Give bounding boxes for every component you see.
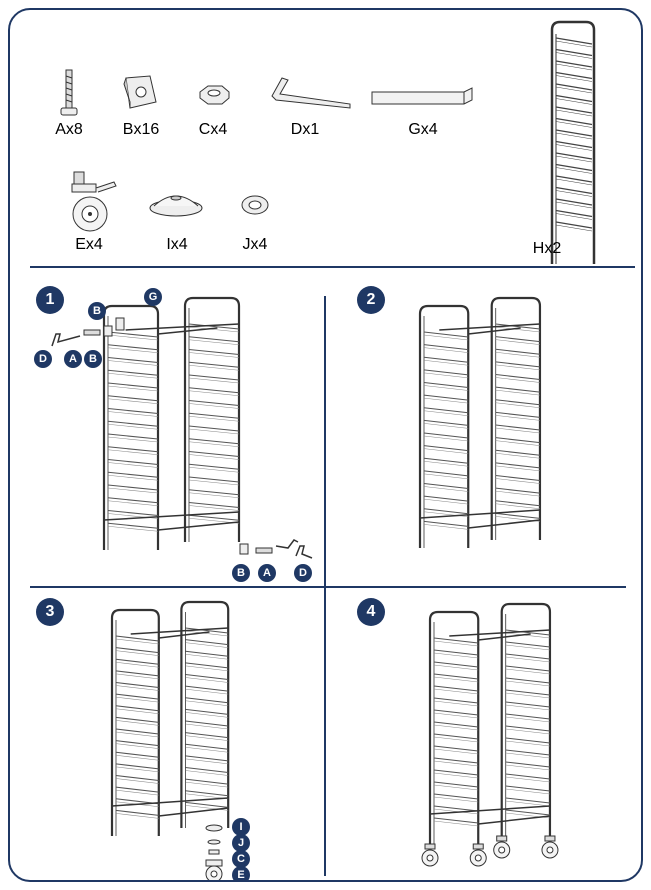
callout-b-left: B: [84, 350, 102, 368]
callout-b-top: B: [88, 302, 106, 320]
part-label-c: Cx4: [198, 121, 228, 138]
rack-drawing-step-3: [110, 600, 230, 836]
crossbar-icon: [371, 87, 473, 105]
step-3-caster-assembly: [205, 824, 223, 880]
callout-g: G: [144, 288, 162, 306]
rack-drawing-step-1: [102, 296, 241, 550]
rack-drawing-step-4: [421, 602, 559, 867]
callout-i: I: [232, 818, 250, 836]
instruction-sheet: Ax8 Bx16 Cx4 Dx1 Gx4 Ex4 Ix4 Jx4: [8, 8, 643, 882]
step-1-hardware-bottom: [239, 539, 313, 559]
step-2-badge: 2: [357, 286, 385, 314]
callout-c: C: [232, 850, 250, 868]
washer-icon: [241, 195, 269, 215]
step-1-badge: 1: [36, 286, 64, 314]
part-label-j: Jx4: [242, 236, 268, 253]
part-label-i: Ix4: [166, 236, 188, 253]
vertical-divider: [324, 296, 326, 876]
horizontal-divider-top: [30, 266, 635, 268]
clamp-plate-icon: [123, 75, 157, 109]
callout-a-left: A: [64, 350, 82, 368]
step-4-badge: 4: [357, 598, 385, 626]
step-1-hardware-top: [51, 317, 125, 347]
part-label-h: Hx2: [532, 240, 562, 257]
dome-cap-icon: [149, 195, 203, 217]
part-label-e: Ex4: [75, 236, 103, 253]
horizontal-divider-middle: [30, 586, 626, 588]
hex-nut-icon: [199, 85, 230, 105]
part-label-a: Ax8: [55, 121, 83, 138]
part-label-d: Dx1: [290, 121, 320, 138]
caster-wheel-icon: [71, 171, 117, 232]
callout-d-bottom: D: [294, 564, 312, 582]
allen-key-icon: [271, 77, 351, 109]
screw-icon: [60, 69, 78, 116]
callout-d-left: D: [34, 350, 52, 368]
callout-a-bottom: A: [258, 564, 276, 582]
part-label-g: Gx4: [408, 121, 438, 138]
callout-e: E: [232, 866, 250, 880]
rack-drawing-step-2: [418, 296, 542, 548]
step-3-badge: 3: [36, 598, 64, 626]
part-label-b: Bx16: [122, 121, 160, 138]
callout-b-bottom: B: [232, 564, 250, 582]
callout-j: J: [232, 834, 250, 852]
rack-side-frame-icon: [550, 20, 596, 264]
